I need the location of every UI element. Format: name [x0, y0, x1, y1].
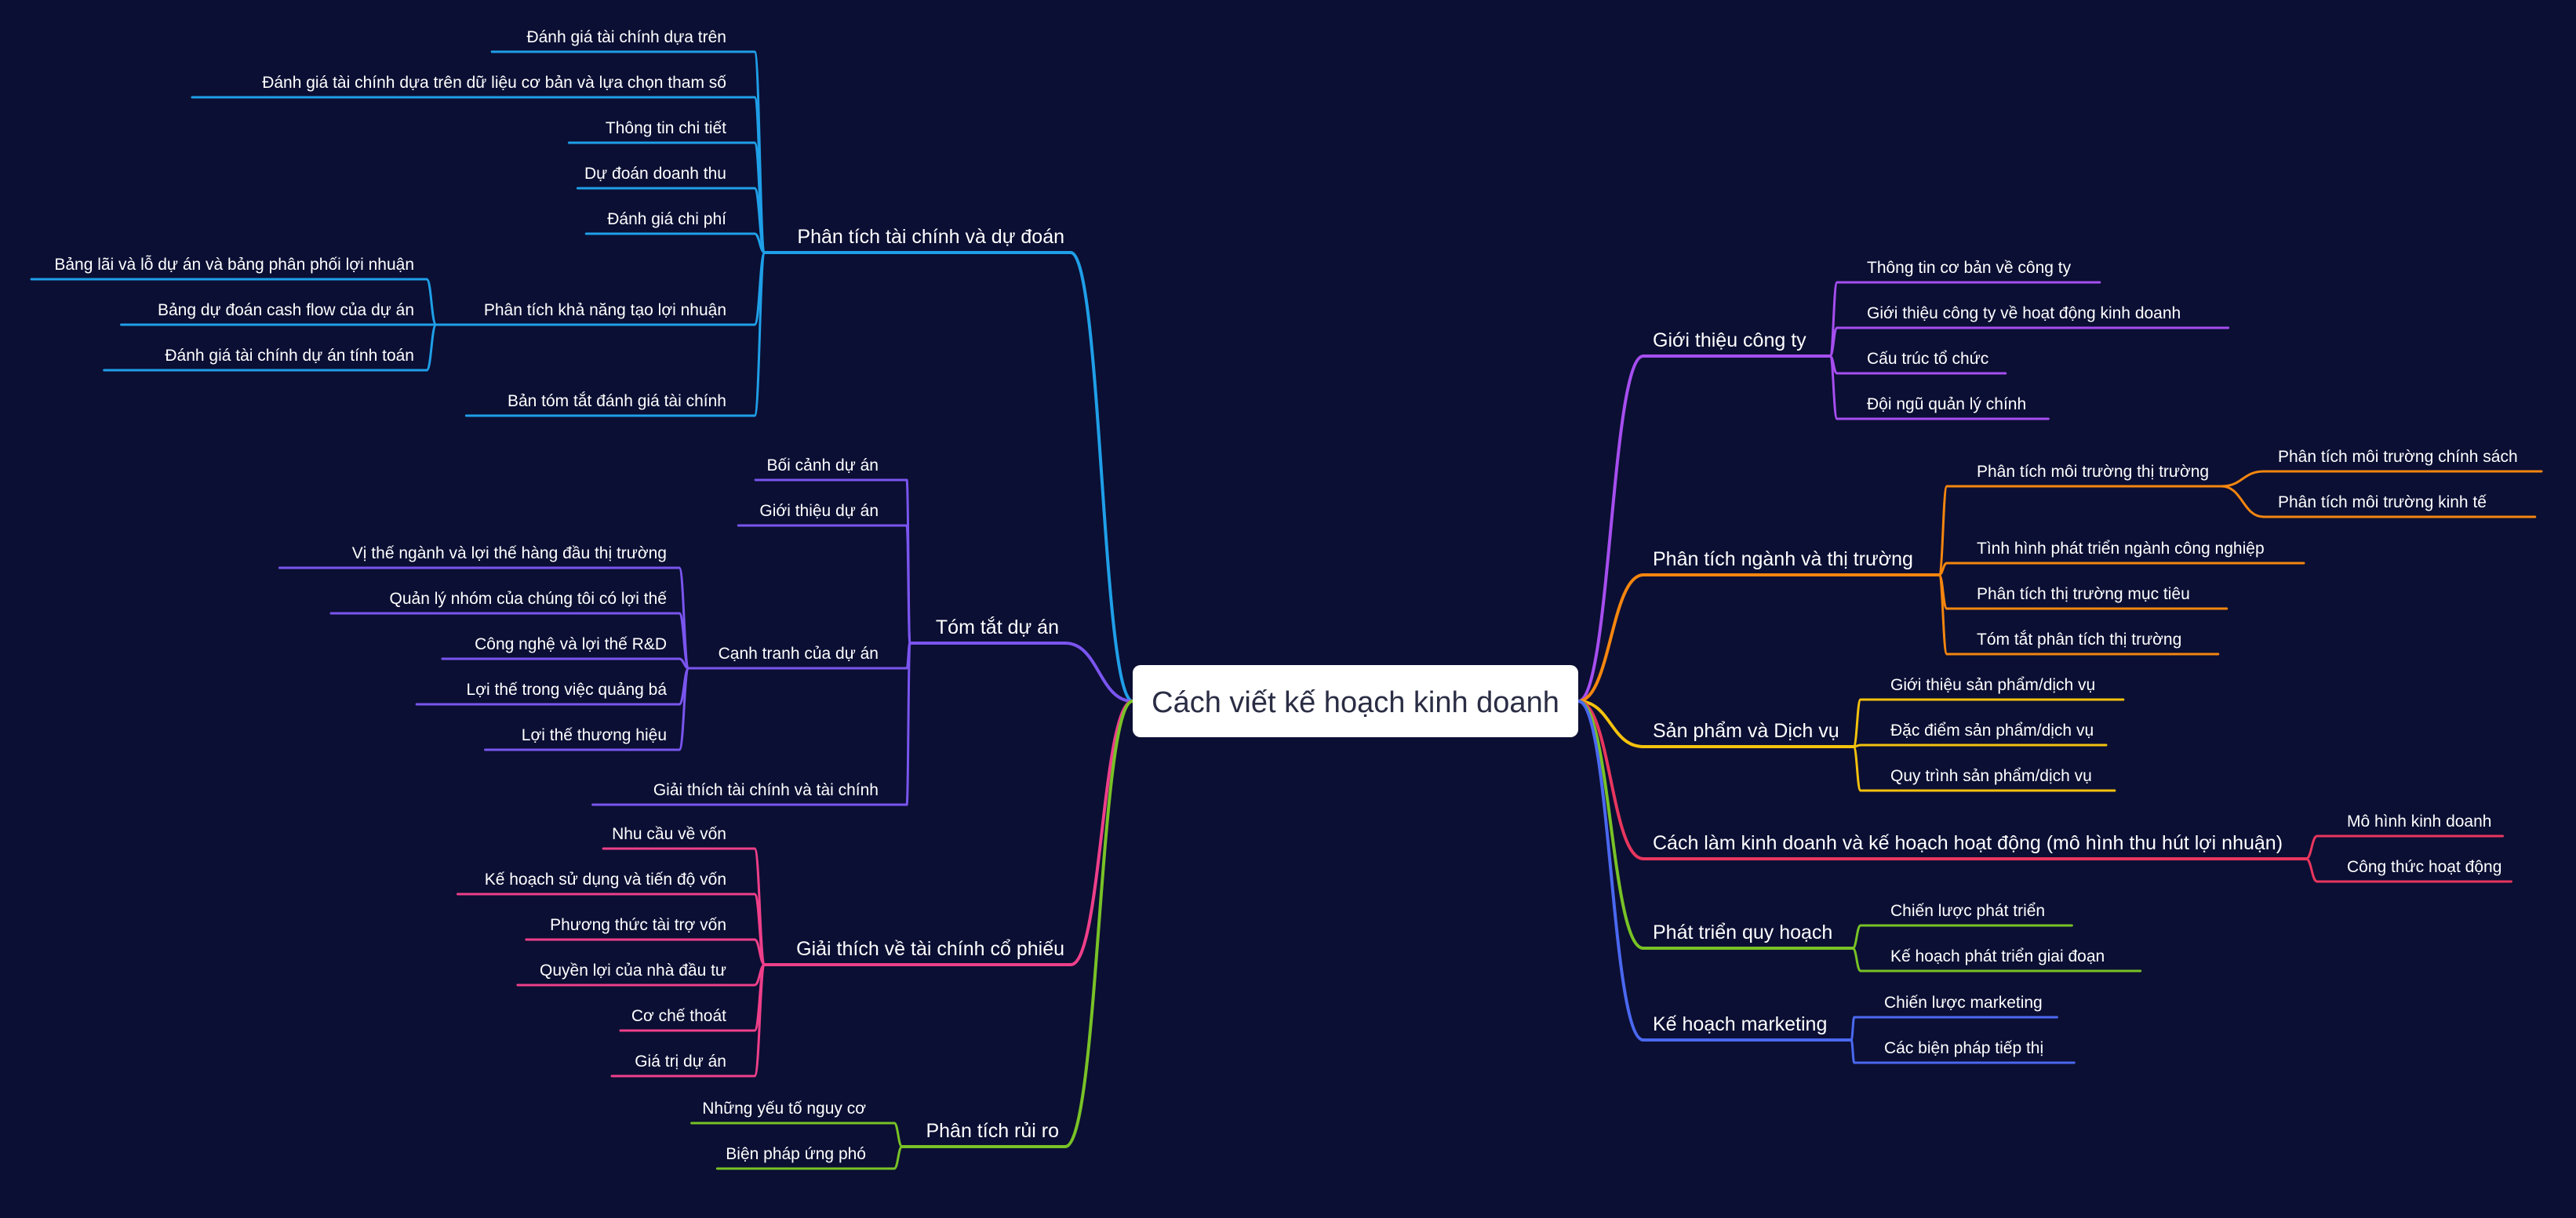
child-label[interactable]: Phân tích khả năng tạo lợi nhuận: [484, 301, 726, 319]
child-label[interactable]: Chiến lược marketing: [1884, 994, 2043, 1012]
child-label[interactable]: Phương thức tài trợ vốn: [550, 916, 726, 934]
child-connector: [1937, 573, 1948, 656]
connector-layer: [30, 50, 2543, 1170]
child-connector: [1828, 354, 1839, 420]
branch-connector: [1577, 700, 1645, 950]
child-label[interactable]: Thông tin cơ bản về công ty: [1867, 259, 2072, 277]
child-label[interactable]: Đánh giá tài chính dựa trên dữ liệu cơ b…: [262, 74, 726, 92]
child-connector: [2305, 834, 2319, 860]
child-label[interactable]: Công thức hoạt động: [2347, 858, 2501, 876]
child-label[interactable]: Chiến lược phát triển: [1890, 902, 2045, 920]
child-label[interactable]: Cạnh tranh của dự án: [719, 645, 879, 663]
grandchild-label[interactable]: Công nghệ và lợi thế R&D: [475, 635, 667, 653]
branch-label[interactable]: Cách làm kinh doanh và kế hoạch hoạt độn…: [1653, 832, 2283, 854]
branch-label[interactable]: Sản phẩm và Dịch vụ: [1653, 720, 1839, 742]
grandchild-label[interactable]: Vị thế ngành và lợi thế hàng đầu thị trư…: [352, 544, 667, 562]
child-connector: [1850, 1038, 1856, 1064]
branch-connector: [1577, 573, 1645, 703]
grandchild-connector: [2220, 485, 2265, 518]
branch-label[interactable]: Kế hoạch marketing: [1653, 1013, 1827, 1035]
child-connector: [893, 1145, 904, 1170]
grandchild-label[interactable]: Đánh giá tài chính dự án tính toán: [165, 347, 414, 365]
child-label[interactable]: Quy trình sản phẩm/dịch vụ: [1890, 767, 2092, 785]
child-label[interactable]: Đánh giá tài chính dựa trên: [526, 28, 726, 46]
branch-connector: [1577, 700, 1645, 860]
child-label[interactable]: Mô hình kinh doanh: [2347, 813, 2491, 831]
root-node[interactable]: Cách viết kế hoạch kinh doanh: [1133, 665, 1578, 737]
child-connector: [1851, 924, 1862, 950]
child-label[interactable]: Đánh giá chi phí: [607, 210, 726, 228]
child-label[interactable]: Giới thiệu dự án: [759, 502, 879, 520]
child-connector: [1852, 745, 1862, 792]
child-label[interactable]: Giá trị dự án: [635, 1053, 726, 1071]
branch-label[interactable]: Giới thiệu công ty: [1653, 329, 1806, 351]
child-connector: [753, 963, 766, 1078]
child-label[interactable]: Biện pháp ứng phó: [726, 1145, 866, 1163]
child-connector: [753, 251, 766, 417]
grandchild-connector: [425, 278, 438, 326]
grandchild-connector: [678, 667, 690, 751]
child-connector: [1852, 698, 1862, 748]
branch-connector: [1577, 354, 1645, 703]
grandchild-label[interactable]: Phân tích môi trường chính sách: [2278, 448, 2518, 466]
branch-connector: [1069, 700, 1134, 966]
child-connector: [905, 642, 911, 806]
branch-connector: [1577, 700, 1645, 748]
child-label[interactable]: Tóm tắt phân tích thị trường: [1977, 631, 2181, 649]
child-label[interactable]: Giới thiệu công ty về hoạt động kinh doa…: [1867, 304, 2181, 322]
child-label[interactable]: Dự đoán doanh thu: [584, 165, 726, 183]
grandchild-label[interactable]: Lợi thế thương hiệu: [522, 726, 667, 744]
child-label[interactable]: Bản tóm tắt đánh giá tài chính: [508, 392, 726, 410]
branch-connector: [1064, 700, 1134, 1148]
grandchild-label[interactable]: Lợi thế trong việc quảng bá: [467, 681, 668, 699]
child-label[interactable]: Các biện pháp tiếp thị: [1884, 1039, 2043, 1057]
child-label[interactable]: Đặc điểm sản phẩm/dịch vụ: [1890, 722, 2094, 740]
branch-label[interactable]: Phân tích tài chính và dự đoán: [797, 226, 1064, 248]
root-node-box: [1133, 665, 1578, 737]
grandchild-label[interactable]: Bảng lãi và lỗ dự án và bảng phân phối l…: [54, 256, 414, 274]
child-label[interactable]: Tình hình phát triển ngành công nghiệp: [1977, 540, 2265, 558]
grandchild-connector: [425, 323, 438, 372]
child-label[interactable]: Thông tin chi tiết: [606, 119, 726, 137]
child-connector: [1850, 1016, 1856, 1042]
child-label[interactable]: Kế hoạch phát triển giai đoạn: [1890, 947, 2105, 965]
root-node-label: Cách viết kế hoạch kinh doanh: [1152, 686, 1559, 719]
branch-label[interactable]: Tóm tắt dự án: [936, 616, 1059, 638]
branch-label[interactable]: Giải thích về tài chính cổ phiếu: [796, 938, 1064, 960]
branch-label[interactable]: Phân tích ngành và thị trường: [1653, 548, 1913, 570]
child-label[interactable]: Phân tích môi trường thị trường: [1977, 463, 2209, 481]
branch-connector: [1069, 251, 1134, 703]
branch-connector: [1064, 642, 1134, 703]
child-connector: [905, 524, 911, 645]
child-label[interactable]: Bối cảnh dự án: [767, 456, 879, 474]
child-connector: [1937, 485, 1948, 576]
branch-label[interactable]: Phân tích rủi ro: [926, 1120, 1059, 1142]
grandchild-label[interactable]: Phân tích môi trường kinh tế: [2278, 493, 2487, 511]
grandchild-label[interactable]: Bảng dự đoán cash flow của dự án: [158, 301, 414, 319]
branch-label[interactable]: Phát triển quy hoạch: [1653, 922, 1832, 943]
child-label[interactable]: Nhu cầu về vốn: [612, 825, 726, 843]
child-label[interactable]: Đội ngũ quản lý chính: [1867, 395, 2026, 413]
branch-connector: [1577, 700, 1645, 1042]
child-connector: [1851, 947, 1862, 973]
child-label[interactable]: Kế hoạch sử dụng và tiến độ vốn: [485, 871, 726, 889]
child-connector: [893, 1122, 904, 1148]
child-connector: [2305, 857, 2319, 883]
grandchild-label[interactable]: Quản lý nhóm của chúng tôi có lợi thế: [390, 590, 668, 608]
child-label[interactable]: Giải thích tài chính và tài chính: [653, 781, 879, 799]
child-label[interactable]: Những yếu tố nguy cơ: [702, 1100, 866, 1118]
child-label[interactable]: Phân tích thị trường mục tiêu: [1977, 585, 2190, 603]
grandchild-connector: [2220, 470, 2265, 488]
child-label[interactable]: Giới thiệu sản phẩm/dịch vụ: [1890, 676, 2095, 694]
child-label[interactable]: Quyền lợi của nhà đầu tư: [540, 962, 726, 980]
child-label[interactable]: Cơ chế thoát: [631, 1007, 726, 1025]
child-label[interactable]: Cấu trúc tổ chức: [1867, 350, 1988, 368]
